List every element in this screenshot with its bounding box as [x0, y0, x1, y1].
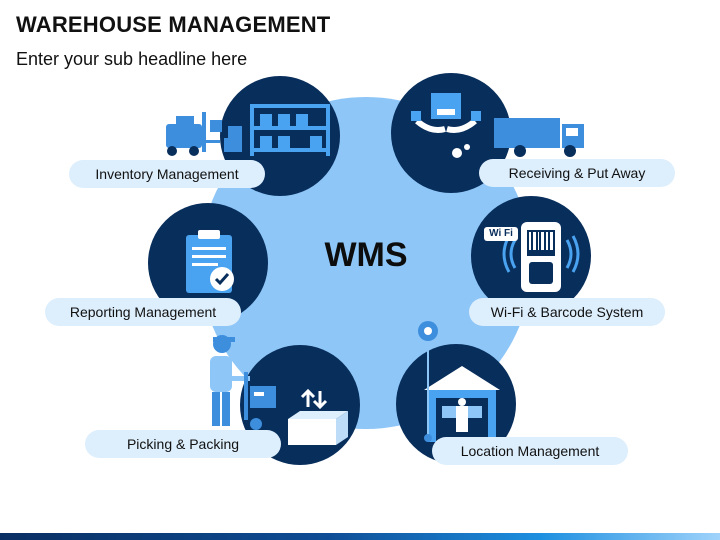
reporting-label: Reporting Management — [45, 298, 241, 326]
barcode-scanner-icon — [502, 222, 580, 292]
page-subtitle: Enter your sub headline here — [16, 49, 248, 69]
warehouse-icon — [424, 366, 500, 442]
page-title: WAREHOUSE MANAGEMENT — [16, 12, 331, 37]
wifi-barcode-label: Wi-Fi & Barcode System — [469, 298, 665, 326]
inventory-label: Inventory Management — [69, 160, 265, 188]
footer-bar — [0, 533, 720, 540]
picking-label: Picking & Packing — [85, 430, 281, 458]
shelves-icon — [250, 104, 330, 156]
receiving-label: Receiving & Put Away — [479, 159, 675, 187]
box-arrows-icon — [288, 388, 348, 445]
wifi-badge: Wi Fi — [484, 227, 518, 241]
wifi-barcode-node — [471, 196, 591, 316]
hands-box-icon — [411, 93, 481, 158]
hub-label: WMS — [324, 236, 408, 274]
clipboard-check-icon — [186, 230, 234, 293]
location-label: Location Management — [432, 437, 628, 465]
